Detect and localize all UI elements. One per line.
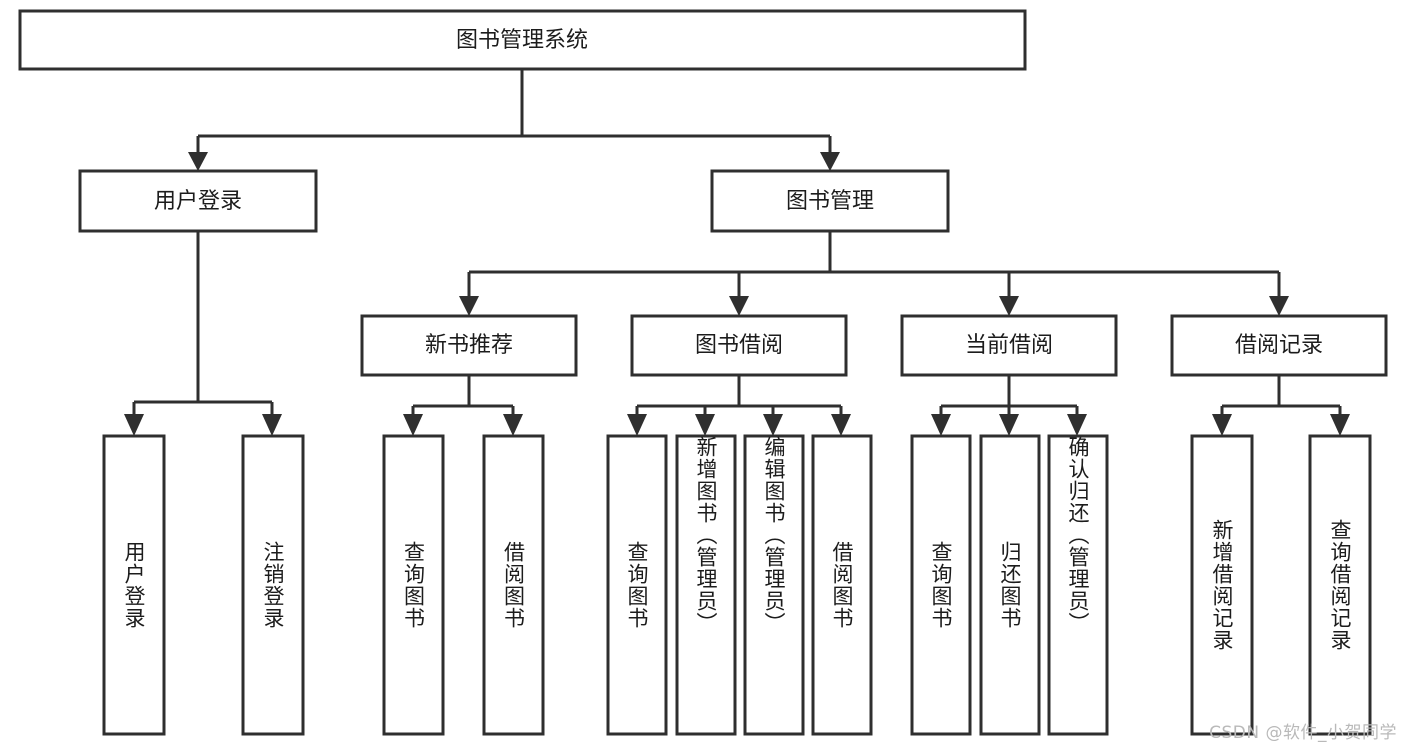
leaf-box-borrow-book-2[interactable] xyxy=(811,434,873,736)
edge-newbook-trunk xyxy=(413,375,513,408)
edge-login-trunk xyxy=(134,231,272,404)
leaf-box-return-book[interactable] xyxy=(979,434,1041,736)
edge-root-to-bookmgmt xyxy=(820,136,840,171)
node-book-borrow[interactable]: 图书借阅 xyxy=(630,314,848,377)
edge-current-trunk xyxy=(941,375,1077,408)
node-borrow-records-label: 借阅记录 xyxy=(1235,333,1323,358)
edge-login-to-leaf-user-logout xyxy=(262,402,282,436)
edge-borrow-to-leaf-query-book-2 xyxy=(627,406,647,436)
edge-root-to-login xyxy=(188,136,208,171)
edge-current-to-leaf-return-book xyxy=(999,406,1019,436)
edge-bookmgmt-to-current xyxy=(999,272,1019,316)
edge-borrow-to-leaf-add-book xyxy=(695,406,715,436)
node-book-borrow-label: 图书借阅 xyxy=(695,333,783,358)
edge-root-trunk xyxy=(198,69,830,138)
node-user-login[interactable]: 用户登录 xyxy=(78,169,318,233)
edge-borrow-trunk xyxy=(637,375,841,408)
leaf-box-add-book[interactable] xyxy=(675,434,737,736)
leaf-box-query-book-3[interactable] xyxy=(910,434,972,736)
node-book-management-label: 图书管理 xyxy=(786,189,874,214)
edge-bookmgmt-trunk xyxy=(469,231,1279,274)
leaf-box-confirm-return[interactable] xyxy=(1047,434,1109,736)
node-new-book-recommend-label: 新书推荐 xyxy=(425,333,513,358)
edge-records-trunk xyxy=(1222,375,1340,408)
node-borrow-records[interactable]: 借阅记录 xyxy=(1170,314,1388,377)
node-current-borrow-label: 当前借阅 xyxy=(965,333,1053,358)
leaf-box-query-book-2[interactable] xyxy=(606,434,668,736)
leaf-box-edit-book[interactable] xyxy=(743,434,805,736)
edge-bookmgmt-to-newbook xyxy=(459,272,479,316)
edge-login-to-leaf-user-login xyxy=(124,402,144,436)
node-current-borrow[interactable]: 当前借阅 xyxy=(900,314,1118,377)
edge-bookmgmt-to-borrow xyxy=(729,272,749,316)
csdn-watermark: CSDN @软件_小贺同学 xyxy=(1209,723,1397,743)
edge-bookmgmt-to-records xyxy=(1269,272,1289,316)
node-user-login-label: 用户登录 xyxy=(154,189,242,214)
leaf-box-query-record[interactable] xyxy=(1308,434,1372,736)
edge-borrow-to-leaf-borrow-book-2 xyxy=(831,406,851,436)
node-root[interactable]: 图书管理系统 xyxy=(18,9,1027,71)
node-book-management[interactable]: 图书管理 xyxy=(710,169,950,233)
node-root-label: 图书管理系统 xyxy=(456,28,588,53)
edge-newbook-to-leaf-borrow-book-1 xyxy=(503,406,523,436)
edge-records-to-leaf-query-record xyxy=(1330,406,1350,436)
leaf-box-user-logout[interactable] xyxy=(241,434,305,736)
leaf-box-user-login[interactable] xyxy=(102,434,166,736)
leaf-box-query-book-1[interactable] xyxy=(382,434,445,736)
leaf-box-borrow-book-1[interactable] xyxy=(482,434,545,736)
edge-borrow-to-leaf-edit-book xyxy=(763,406,783,436)
edge-records-to-leaf-add-record xyxy=(1212,406,1232,436)
leaf-box-add-record[interactable] xyxy=(1190,434,1254,736)
edge-newbook-to-leaf-query-book-1 xyxy=(403,406,423,436)
edge-current-to-leaf-query-book-3 xyxy=(931,406,951,436)
edge-current-to-leaf-confirm-return xyxy=(1067,406,1087,436)
node-new-book-recommend[interactable]: 新书推荐 xyxy=(360,314,578,377)
